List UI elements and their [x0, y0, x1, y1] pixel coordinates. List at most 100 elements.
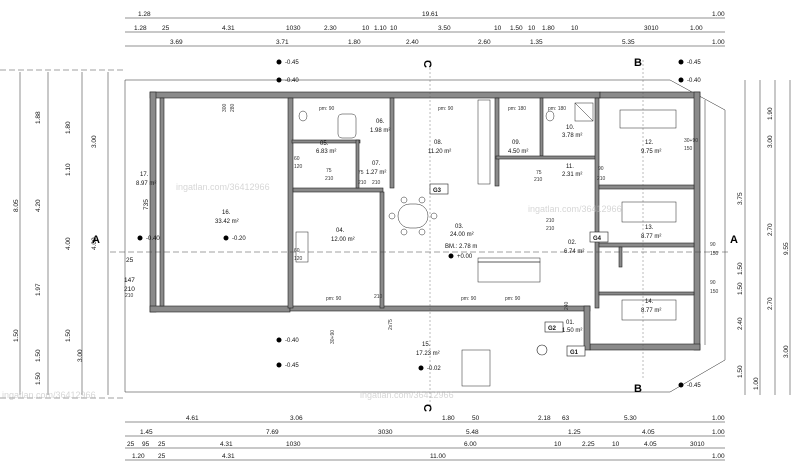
dim-left-17: 735	[143, 199, 150, 210]
dim-top-3-6: 5.35	[622, 39, 635, 46]
watermark-text: ingatlan.com/36412966	[176, 182, 270, 192]
watermark-text: ingatlan.com/36412966	[528, 204, 622, 214]
dim-top-2-10: 1.50	[510, 25, 523, 32]
room-05-num: 05.	[320, 141, 329, 147]
dim-right-7: 1.50	[737, 282, 744, 295]
dim-left-2: 3.00	[91, 135, 98, 148]
dim-bot-2-4: 1.25	[568, 429, 581, 436]
opening-annotations: pm: 90 pm: 90 pm: 180 pm: 180 pm: 90 pm:…	[125, 103, 719, 344]
dim-bot-3-3: 4.31	[220, 441, 233, 448]
room-14-num: 14.	[645, 299, 654, 305]
eaves-outline	[0, 69, 726, 399]
dim-right-9: 3.00	[783, 345, 790, 358]
dim-bot-3-4: 1030	[286, 441, 301, 448]
room-01-num: 01.	[566, 320, 575, 326]
dim-left-3: 1.10	[65, 163, 72, 176]
dim-top-2-8: 3.50	[438, 25, 451, 32]
level-text: -0.45	[285, 60, 299, 66]
room-13-area: 8.77 m²	[641, 234, 661, 240]
opening-label: 75	[536, 170, 542, 176]
dim-top-1-c: 1.00	[712, 11, 725, 18]
opening-label: 240	[564, 301, 570, 310]
opening-label: pm: 180	[548, 106, 566, 112]
level-marker: -0.45	[678, 382, 701, 389]
dims-bottom: 4.61 3.06 1.80 50 2.18 63 5.30 1.00 1.45…	[125, 415, 725, 461]
dim-left-6: 4.00	[65, 237, 72, 250]
room-11-area: 2.31 m²	[562, 172, 582, 178]
level-text: -0.40	[285, 78, 299, 84]
dim-left-7: 4.00	[91, 237, 98, 250]
opening-label: 150	[684, 146, 693, 152]
section-mark-a-left: A	[92, 234, 100, 246]
dim-bot-1-2: 1.80	[442, 415, 455, 422]
dim-right-5: 2.70	[767, 223, 774, 236]
dim-right-6: 2.70	[767, 297, 774, 310]
dim-top-3-2: 1.80	[348, 39, 361, 46]
dim-top-2-2: 4.31	[222, 25, 235, 32]
dim-top-2-0: 1.28	[134, 25, 147, 32]
opening-label: 120	[294, 256, 303, 262]
opening-label: 120	[294, 164, 303, 170]
dim-bot-1-6: 5.30	[624, 415, 637, 422]
dim-right-1: 3.75	[737, 192, 744, 205]
dim-right-2: 9.55	[783, 242, 790, 255]
level-text: -0.45	[687, 60, 701, 66]
dim-bot-2-1: 7.69	[266, 429, 279, 436]
room-15-num: 15.	[422, 342, 431, 348]
opening-label: 2x75	[388, 319, 394, 330]
opening-label: 75	[358, 170, 364, 176]
level-marker: -0.20	[223, 235, 246, 242]
opening-label: pm: 180	[508, 106, 526, 112]
dim-left-10: 1.50	[35, 349, 42, 362]
dim-top-2-11: 10	[528, 25, 536, 32]
dims-top: 1.28 19.61 1.00 1.28 25 4.31 1030 2.30 1…	[125, 11, 725, 47]
dim-bot-1-0: 4.61	[186, 415, 199, 422]
section-marks: A A B B C C	[92, 57, 738, 412]
dim-top-3-1: 3.71	[276, 39, 289, 46]
dim-bot-3-0: 25	[127, 441, 135, 448]
dim-top-2-12: 1.80	[542, 25, 555, 32]
room-03-height: BM.: 2.78 m	[445, 244, 477, 250]
dim-top-3-5: 1.35	[530, 39, 543, 46]
opening-label: 210	[358, 180, 367, 186]
dim-left-9: 1.50	[13, 329, 20, 342]
section-mark-a-right: A	[730, 234, 738, 246]
dim-bot-3-10: 3010	[690, 441, 705, 448]
dim-bot-2-5: 4.05	[642, 429, 655, 436]
dim-top-2-1: 25	[162, 25, 170, 32]
section-lines	[110, 60, 730, 410]
level-marker: -0.40	[678, 77, 701, 84]
room-labels: 01. 1.50 m² 02. 6.74 m² 03. 24.00 m² BM.…	[136, 119, 661, 357]
dim-bot-3-9: 4.05	[644, 441, 657, 448]
section-mark-b-top: B	[634, 57, 642, 69]
dim-left-4: 4.20	[35, 199, 42, 212]
opening-label: 60	[294, 156, 300, 162]
room-09-area: 4.50 m²	[508, 149, 528, 155]
watermark-text: ingatlan.com/36412966	[360, 390, 454, 400]
opening-label: 90	[598, 166, 604, 172]
dim-top-2-4: 2.30	[324, 25, 337, 32]
level-text: -0.45	[285, 363, 299, 369]
level-markers: -0.45 -0.40 -0.20 -0.40 +0.00 -0.40 -0.4…	[137, 59, 701, 389]
opening-label: pm: 90	[438, 106, 454, 112]
level-marker: -0.45	[276, 59, 299, 66]
room-10-num: 10.	[566, 125, 575, 131]
room-13-num: 13.	[645, 225, 654, 231]
dim-top-2-6: 1.10	[374, 25, 387, 32]
dim-top-1-b: 19.61	[422, 11, 439, 18]
dim-bot-1-1: 3.06	[290, 415, 303, 422]
opening-label: 210	[374, 294, 383, 300]
room-16-num: 16.	[222, 210, 231, 216]
level-marker: -0.40	[276, 337, 299, 344]
dim-bot-1-7: 1.00	[712, 415, 725, 422]
dim-top-2-9: 10	[494, 25, 502, 32]
room-02-num: 02.	[568, 240, 577, 246]
opening-label: 210	[534, 177, 543, 183]
dim-top-2-7: 10	[390, 25, 398, 32]
dim-bot-4-3: 11.00	[430, 453, 446, 460]
room-04-num: 04.	[336, 228, 345, 234]
dim-top-2-16: 1.00	[690, 25, 703, 32]
opening-label: 210	[372, 180, 381, 186]
dim-bot-2-2: 3030	[378, 429, 393, 436]
